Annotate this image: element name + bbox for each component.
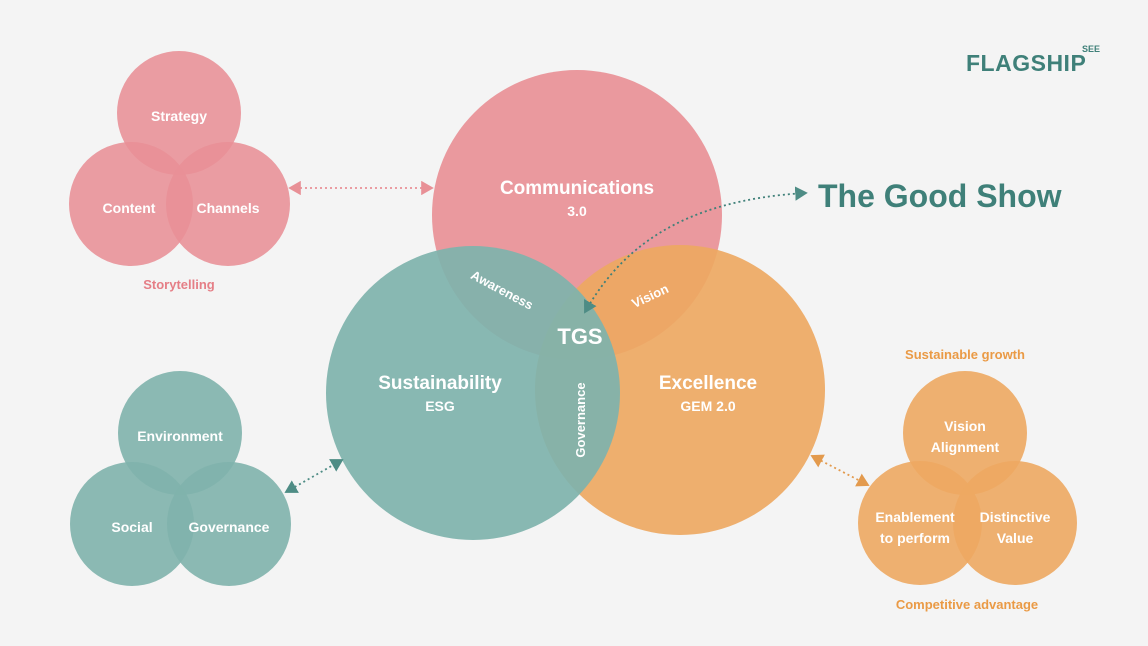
environment-label: Environment <box>137 428 223 444</box>
logo-suffix: SEE <box>1082 44 1101 54</box>
social-circle <box>70 462 194 586</box>
to-perform-label: to perform <box>880 530 950 546</box>
storytelling-caption: Storytelling <box>143 277 215 292</box>
excellence-circle <box>535 245 825 535</box>
governance-circle <box>167 462 291 586</box>
environment-circle <box>118 371 242 495</box>
esg-connector <box>284 459 344 493</box>
vision-label: Vision <box>944 418 986 434</box>
growth-connector <box>810 454 870 487</box>
logo-text: FLAGSHIP <box>966 50 1087 76</box>
sustainable-growth-caption: Sustainable growth <box>905 347 1025 362</box>
communications-subtitle: 3.0 <box>567 203 587 219</box>
growth-venn <box>858 371 1077 585</box>
storytelling-venn <box>69 51 290 266</box>
tgs-core-label: TGS <box>557 324 602 349</box>
governance-overlap-label: Governance <box>573 382 588 457</box>
content-circle <box>69 142 193 266</box>
alignment-label: Alignment <box>931 439 1000 455</box>
sustainability-subtitle: ESG <box>425 398 455 414</box>
strategy-label: Strategy <box>151 108 207 124</box>
sustainability-title: Sustainability <box>378 373 502 394</box>
governance-label: Governance <box>189 519 270 535</box>
social-label: Social <box>111 519 152 535</box>
distinctive-value-circle <box>953 461 1077 585</box>
channels-circle <box>166 142 290 266</box>
sustainability-circle <box>326 246 620 540</box>
enablement-label: Enablement <box>875 509 955 525</box>
good-show-headline: The Good Show <box>818 178 1062 214</box>
excellence-subtitle: GEM 2.0 <box>680 398 735 414</box>
excellence-title: Excellence <box>659 373 757 394</box>
competitive-advantage-caption: Competitive advantage <box>896 597 1038 612</box>
communications-title: Communications <box>500 178 654 199</box>
central-venn <box>326 70 825 540</box>
channels-label: Channels <box>196 200 259 216</box>
enablement-circle <box>858 461 982 585</box>
content-label: Content <box>103 200 156 216</box>
strategy-circle <box>117 51 241 175</box>
distinctive-label: Distinctive <box>980 509 1051 525</box>
value-label: Value <box>997 530 1034 546</box>
esg-venn <box>70 371 291 586</box>
